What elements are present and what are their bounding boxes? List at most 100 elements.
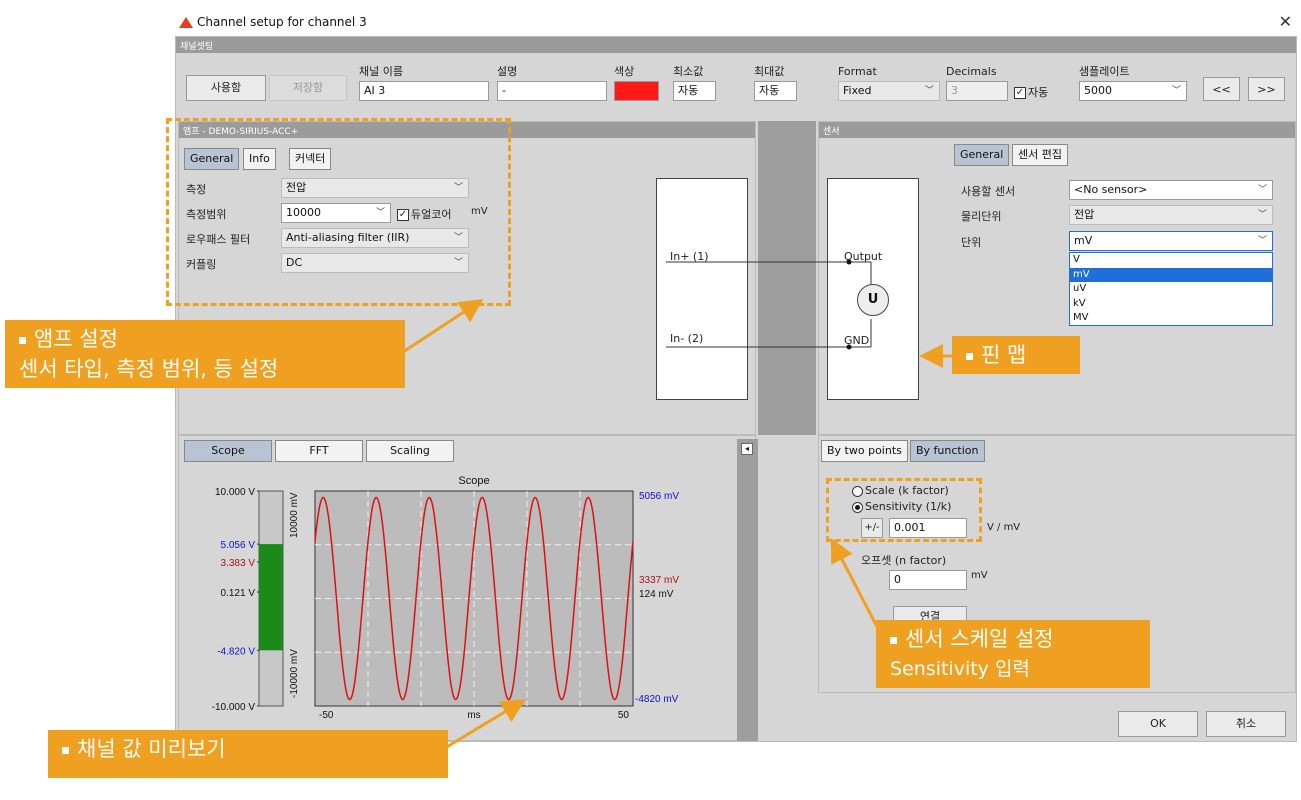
amp-highlight-frame	[166, 118, 511, 306]
arrow-amp	[399, 299, 484, 356]
collapse-arrow-icon[interactable]: ◂	[741, 443, 753, 455]
tab-amp-info[interactable]: Info	[243, 148, 276, 170]
lowpass-value: Anti-aliasing filter (IIR)	[286, 231, 410, 244]
chevron-down-icon: ﹀	[1257, 236, 1267, 246]
sensor-select[interactable]: <No sensor>﹀	[1069, 180, 1273, 200]
measure-label: 측정	[186, 183, 207, 196]
unit-option-kV[interactable]: kV	[1073, 297, 1086, 309]
unit-option-MV[interactable]: MV	[1073, 312, 1089, 323]
bullet-icon	[19, 336, 26, 344]
unit-select[interactable]: mV ﹀	[1069, 231, 1273, 251]
scale-radio[interactable]: Scale (k factor)	[852, 484, 949, 497]
measure-value: 전압	[286, 181, 307, 194]
side-collapse-bar[interactable]: ◂	[737, 439, 758, 741]
label-current: 3.383 V	[221, 558, 256, 569]
tab-by-function[interactable]: By function	[910, 440, 985, 462]
callout-amp-line1: 앰프 설정	[19, 324, 391, 354]
level-bar-fill	[259, 544, 283, 651]
range-select[interactable]: 10000﹀	[281, 203, 391, 223]
max-input[interactable]: 자동	[754, 81, 797, 101]
range-label: 측정범위	[186, 208, 227, 221]
tab-scope[interactable]: Scope	[184, 440, 272, 462]
channel-settings-strip: 채널셋팅	[176, 37, 1296, 53]
description-input[interactable]: -	[497, 81, 607, 101]
next-channel-button[interactable]: >>	[1248, 77, 1285, 101]
unit-option-V[interactable]: V	[1073, 254, 1080, 265]
unit-value: mV	[1074, 234, 1093, 247]
chevron-down-icon: ﹀	[1257, 185, 1267, 195]
offset-input[interactable]: 0	[889, 570, 967, 590]
dialog: 채널셋팅 사용함 저장함 채널 이름 AI 3 설명 - 색상 최소값 자동 최…	[175, 36, 1297, 742]
use-button[interactable]: 사용함	[186, 75, 266, 101]
offset-label: 오프셋 (n factor)	[861, 554, 947, 567]
desc-label: 설명	[497, 65, 518, 78]
min-input[interactable]: 자동	[673, 81, 716, 101]
channel-name-input[interactable]: AI 3	[359, 81, 489, 101]
format-select[interactable]: Fixed ﹀	[838, 81, 940, 101]
close-icon[interactable]: ✕	[1278, 12, 1292, 31]
physical-unit-label: 물리단위	[961, 210, 1002, 223]
panel-splitter[interactable]	[758, 121, 816, 435]
max-label: 최대값	[754, 65, 785, 78]
chevron-down-icon: ﹀	[375, 208, 385, 218]
tab-fft[interactable]: FFT	[275, 440, 363, 462]
vert-label-bottom: -10000 mV	[289, 649, 300, 698]
callout-amp-text1: 앰프 설정	[34, 327, 118, 351]
sample-rate-select[interactable]: 5000﹀	[1079, 81, 1187, 101]
chevron-down-icon: ﹀	[453, 233, 463, 243]
sensor-pin-box	[827, 178, 919, 400]
tab-sensor-general[interactable]: General	[954, 144, 1010, 166]
color-swatch[interactable]	[614, 81, 659, 101]
vert-label-top: 10000 mV	[289, 492, 300, 538]
callout-preview: 채널 값 미리보기	[48, 730, 448, 778]
chevron-down-icon: ﹀	[924, 86, 934, 96]
callout-amp-settings: 앰프 설정 센서 타입, 측정 범위, 등 설정	[5, 320, 405, 388]
right-label-mid1: 3337 mV	[639, 575, 679, 586]
callout-pin-text: 핀 맵	[981, 343, 1027, 367]
ok-button[interactable]: OK	[1118, 711, 1198, 737]
sensor-panel: 센서 General 센서 편집 Output GND U 사용할 센서 <No…	[818, 121, 1296, 435]
rate-label: 샘플레이트	[1079, 65, 1130, 78]
tab-by-two-points[interactable]: By two points	[821, 440, 908, 462]
physical-unit-select[interactable]: 전압﹀	[1069, 205, 1273, 225]
tab-amp-general[interactable]: General	[184, 148, 240, 170]
dual-core-checkbox[interactable]: ✓듀얼코어	[397, 206, 451, 222]
pin-in-plus: In+ (1)	[670, 250, 709, 263]
voltage-source-icon: U	[857, 284, 889, 316]
sign-toggle-button[interactable]: +/-	[861, 518, 883, 538]
unit-option-mV[interactable]: mV	[1070, 267, 1272, 282]
sensitivity-radio[interactable]: Sensitivity (1/k)	[852, 500, 951, 513]
bullet-icon	[966, 352, 973, 360]
tab-scaling[interactable]: Scaling	[366, 440, 454, 462]
sensor-gnd-label: GND	[844, 334, 870, 347]
lowpass-select[interactable]: Anti-aliasing filter (IIR) ﹀	[281, 228, 469, 248]
decimals-label: Decimals	[946, 65, 997, 78]
lowpass-label: 로우패스 필터	[186, 233, 251, 246]
radio-off-icon	[852, 485, 863, 497]
decimals-auto-checkbox[interactable]: ✓자동	[1014, 84, 1048, 100]
save-button[interactable]: 저장함	[269, 75, 347, 101]
right-label-bottom: -4820 mV	[635, 694, 679, 705]
cancel-button[interactable]: 취소	[1206, 711, 1286, 737]
coupling-select[interactable]: DC﹀	[281, 253, 469, 273]
decimals-input[interactable]: 3	[946, 81, 1008, 101]
right-label-mid2: 124 mV	[639, 589, 674, 600]
tab-sensor-edit[interactable]: 센서 편집	[1012, 144, 1068, 166]
format-value: Fixed	[843, 84, 872, 97]
tab-amp-connector[interactable]: 커넥터	[289, 148, 332, 170]
sensitivity-input[interactable]: 0.001	[889, 518, 967, 538]
prev-channel-button[interactable]: <<	[1203, 77, 1240, 101]
label-mid: 0.121 V	[221, 588, 256, 599]
measure-select[interactable]: 전압﹀	[281, 178, 469, 198]
callout-sensor-text2: Sensitivity 입력	[890, 658, 1030, 680]
coupling-value: DC	[286, 256, 303, 269]
pin-in-minus: In- (2)	[670, 332, 704, 345]
unit-option-uV[interactable]: uV	[1073, 283, 1087, 294]
unit-label: 단위	[961, 236, 982, 249]
format-label: Format	[838, 65, 877, 78]
scope-title: Scope	[458, 475, 489, 487]
use-sensor-label: 사용할 센서	[961, 185, 1016, 198]
bullet-icon	[62, 746, 69, 754]
callout-preview-text: 채널 값 미리보기	[77, 737, 226, 761]
